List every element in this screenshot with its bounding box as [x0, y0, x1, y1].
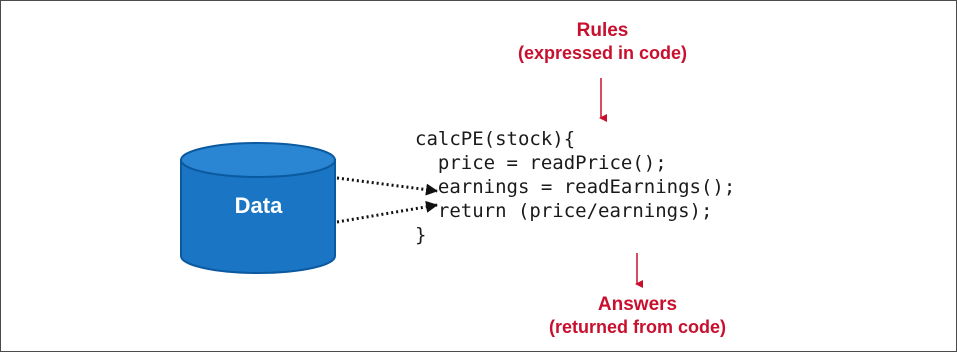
- code-line: calcPE(stock){: [415, 128, 576, 150]
- rules-title: Rules: [576, 20, 629, 41]
- code-line: price = readPrice();: [415, 152, 667, 174]
- code-line: earnings = readEarnings();: [415, 176, 736, 198]
- code-block: calcPE(stock){ price = readPrice(); earn…: [415, 127, 735, 247]
- data-to-code-arrow-lower: [336, 200, 438, 224]
- code-line: return (price/earnings);: [415, 200, 713, 222]
- data-cylinder: [180, 142, 336, 274]
- answers-label: Answers (returned from code): [520, 294, 755, 338]
- rules-label: Rules (expressed in code): [495, 20, 710, 64]
- rules-subtitle: (expressed in code): [517, 42, 688, 63]
- data-label: Data: [234, 193, 283, 218]
- code-line: }: [415, 224, 427, 246]
- answers-subtitle: (returned from code): [548, 316, 726, 337]
- answers-title: Answers: [597, 294, 678, 315]
- data-to-code-arrow-upper: [336, 176, 438, 196]
